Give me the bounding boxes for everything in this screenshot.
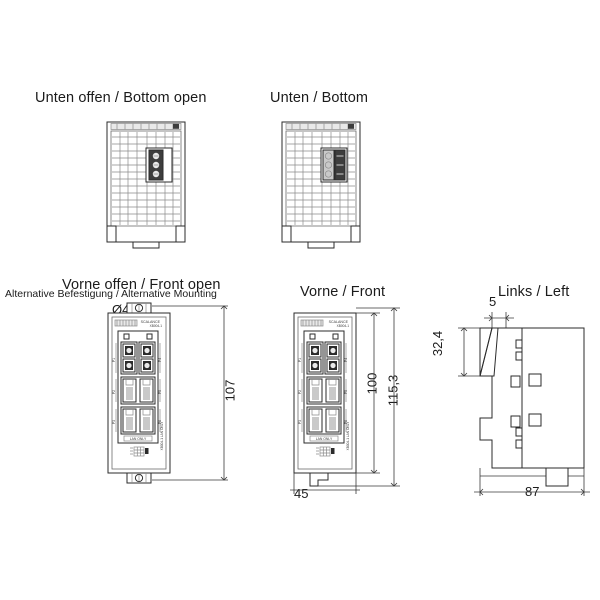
mounting-bracket-top [126, 302, 152, 314]
svg-text:P5: P5 [158, 390, 162, 394]
drawing-front-open: SCALANCE XB004-1 [100, 302, 230, 498]
drawing-left [428, 300, 596, 500]
svg-text:P3: P3 [112, 420, 116, 424]
drawing-bottom [278, 120, 368, 250]
view-title-front-open: Vorne offen / Front open [62, 277, 221, 293]
svg-text:LAN ONLY: LAN ONLY [130, 437, 147, 441]
svg-text:P1: P1 [112, 358, 116, 362]
drawing-bottom-open [103, 120, 193, 250]
drawing-front: SCALANCE XB004-1 [288, 307, 408, 498]
svg-text:LAN ONLY: LAN ONLY [316, 437, 333, 441]
mounting-bracket-bottom [126, 472, 152, 484]
svg-text:P6: P6 [344, 420, 348, 424]
svg-text:P2: P2 [112, 390, 116, 394]
svg-text:XB004-1: XB004-1 [150, 324, 163, 328]
svg-text:P5: P5 [344, 390, 348, 394]
view-title-left: Links / Left [498, 284, 570, 300]
svg-text:P4: P4 [344, 358, 348, 362]
view-subtitle-alternative-mounting: Alternative Befestigung / Alternative Mo… [5, 288, 217, 300]
view-title-front: Vorne / Front [300, 284, 386, 300]
view-title-bottom-open: Unten offen / Bottom open [35, 90, 207, 106]
svg-text:P1: P1 [298, 358, 302, 362]
svg-text:P4: P4 [158, 358, 162, 362]
svg-text:SCALANCE: SCALANCE [329, 320, 349, 324]
svg-text:P2: P2 [298, 390, 302, 394]
svg-text:XB004-1: XB004-1 [337, 324, 350, 328]
dim-depth-top-offset: 5 [489, 294, 497, 309]
dim-depth-overall: 87 [525, 484, 540, 499]
svg-text:SCALANCE: SCALANCE [141, 320, 161, 324]
view-title-bottom: Unten / Bottom [270, 90, 369, 106]
svg-text:XB004-1 LAN ONLY: XB004-1 LAN ONLY [160, 421, 164, 451]
svg-text:XB004-1 LAN ONLY: XB004-1 LAN ONLY [346, 421, 350, 451]
svg-text:P3: P3 [298, 420, 302, 424]
svg-text:P6: P6 [158, 420, 162, 424]
